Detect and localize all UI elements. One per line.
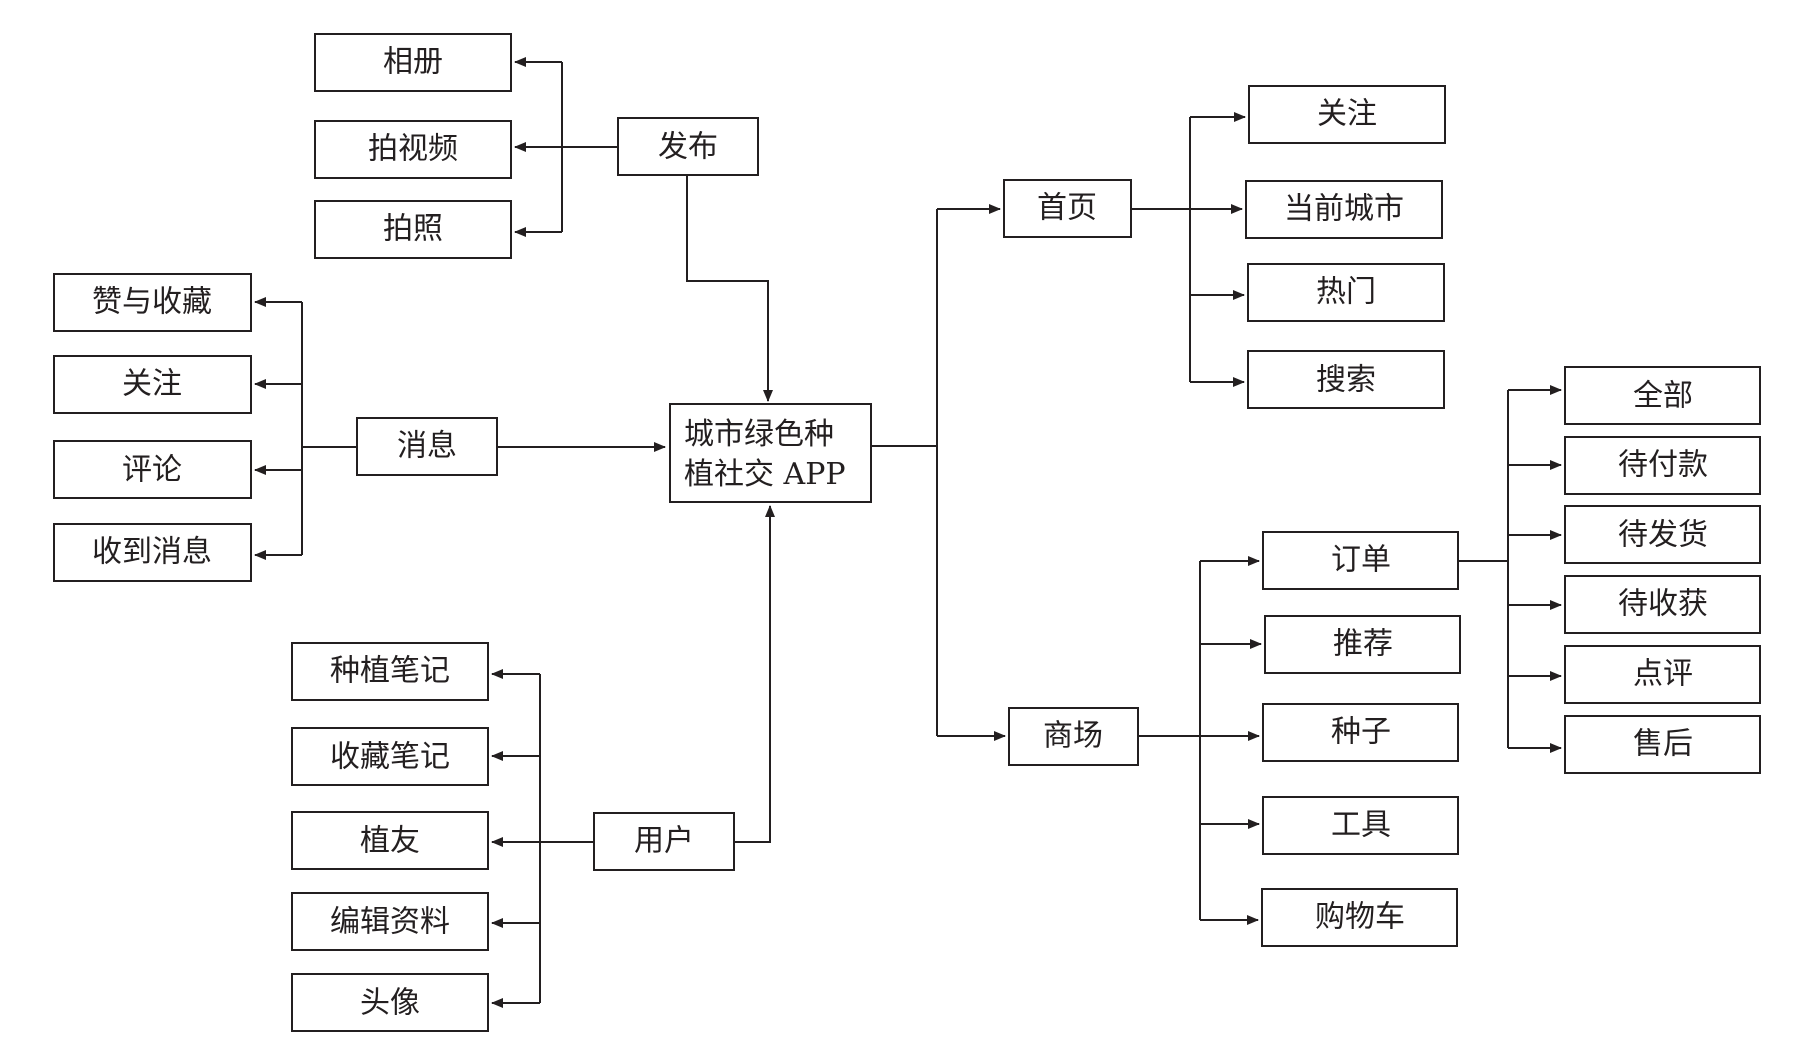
node-mall-tools: 工具 [1262, 796, 1459, 855]
node-orders-all: 全部 [1564, 366, 1761, 425]
edge-user-trunk [539, 674, 594, 1003]
mall-recommend-label: 推荐 [1333, 627, 1393, 662]
node-publish: 发布 [617, 117, 759, 176]
node-home-follow: 关注 [1248, 85, 1446, 144]
node-user-profile: 编辑资料 [291, 892, 489, 951]
edge-user-center [734, 505, 775, 843]
edge-orders-trunk [1458, 390, 1509, 748]
publish-album-label: 相册 [383, 45, 443, 80]
node-home-city: 当前城市 [1245, 180, 1443, 239]
mall-tools-label: 工具 [1331, 808, 1391, 843]
messages-comments-label: 评论 [122, 453, 182, 488]
orders-review-label: 点评 [1633, 657, 1693, 692]
mall-cart-label: 购物车 [1315, 900, 1405, 935]
node-publish-video: 拍视频 [314, 120, 512, 179]
orders-all-label: 全部 [1633, 379, 1693, 414]
publish-photo-label: 拍照 [383, 212, 443, 247]
node-mall-recommend: 推荐 [1264, 615, 1461, 674]
node-home-hot: 热门 [1247, 263, 1445, 322]
home-hot-label: 热门 [1316, 275, 1376, 310]
node-user-notes: 种植笔记 [291, 642, 489, 701]
node-messages: 消息 [356, 417, 498, 476]
messages-likes-label: 赞与收藏 [92, 285, 212, 320]
home-follow-label: 关注 [1317, 97, 1377, 132]
publish-label: 发布 [658, 130, 718, 165]
edge-messages-trunk [301, 302, 357, 555]
node-orders-unpaid: 待付款 [1564, 436, 1761, 495]
user-friends-label: 植友 [360, 824, 420, 859]
node-user-saved: 收藏笔记 [291, 727, 489, 786]
node-orders-review: 点评 [1564, 645, 1761, 704]
node-home-search: 搜索 [1247, 350, 1445, 409]
node-center-app: 城市绿色种 植社交 APP [669, 403, 872, 503]
nodes: 城市绿色种 植社交 APP 发布 相册 拍视频 拍照 消息 赞与收藏 [53, 33, 1761, 1032]
edges [254, 57, 1562, 1008]
node-user-friends: 植友 [291, 811, 489, 870]
edge-home-trunk [1131, 117, 1191, 382]
user-profile-label: 编辑资料 [330, 905, 450, 940]
node-orders-unshipped: 待发货 [1564, 505, 1761, 564]
center-label-line2: 植社交 APP [684, 457, 846, 492]
node-messages-likes: 赞与收藏 [53, 273, 252, 332]
messages-label: 消息 [397, 429, 457, 464]
node-orders-aftersale: 售后 [1564, 715, 1761, 774]
node-mall: 商场 [1008, 707, 1139, 766]
mall-orders-label: 订单 [1331, 543, 1391, 578]
node-orders-unreceived: 待收获 [1564, 575, 1761, 634]
user-avatar-label: 头像 [360, 986, 420, 1021]
messages-received-label: 收到消息 [92, 535, 212, 570]
node-mall-seeds: 种子 [1262, 703, 1459, 762]
node-user-avatar: 头像 [291, 973, 489, 1032]
orders-unshipped-label: 待发货 [1618, 518, 1708, 553]
publish-video-label: 拍视频 [368, 132, 458, 167]
mall-label: 商场 [1043, 719, 1103, 754]
user-notes-label: 种植笔记 [330, 654, 450, 689]
edge-center-trunk [871, 209, 938, 736]
node-messages-received: 收到消息 [53, 523, 252, 582]
user-label: 用户 [634, 824, 694, 859]
node-publish-photo: 拍照 [314, 200, 512, 259]
orders-unpaid-label: 待付款 [1618, 448, 1708, 483]
center-label-line1: 城市绿色种 [684, 417, 834, 452]
node-publish-album: 相册 [314, 33, 512, 92]
home-city-label: 当前城市 [1284, 192, 1404, 227]
node-user: 用户 [593, 812, 735, 871]
messages-follow-label: 关注 [122, 367, 182, 402]
home-label: 首页 [1037, 191, 1097, 226]
home-search-label: 搜索 [1316, 363, 1376, 398]
node-mall-cart: 购物车 [1261, 888, 1458, 947]
edge-publish-trunk [561, 62, 618, 232]
mall-seeds-label: 种子 [1331, 715, 1391, 750]
user-saved-label: 收藏笔记 [330, 740, 450, 775]
edge-mall-trunk [1138, 561, 1201, 920]
node-mall-orders: 订单 [1262, 531, 1459, 590]
node-messages-comments: 评论 [53, 440, 252, 499]
orders-aftersale-label: 售后 [1633, 727, 1693, 762]
edge-publish-center [686, 175, 773, 402]
orders-unreceived-label: 待收获 [1618, 587, 1708, 622]
node-messages-follow: 关注 [53, 355, 252, 414]
node-home: 首页 [1003, 179, 1132, 238]
